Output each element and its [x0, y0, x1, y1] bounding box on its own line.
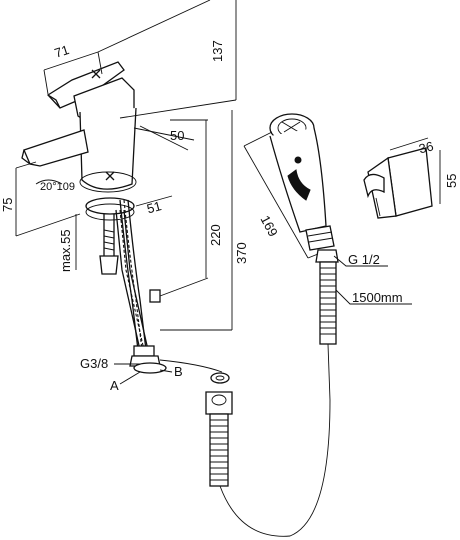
inlet-hoses [115, 199, 167, 374]
bidet-connection-hose [159, 343, 331, 537]
dim-shower-length: 169 [257, 213, 280, 239]
label-a: A [110, 378, 119, 393]
hand-shower [269, 113, 339, 345]
dim-max-thickness: max.55 [58, 229, 73, 272]
dim-hose-370: 370 [234, 242, 249, 264]
dim-total-height: 137 [210, 40, 225, 62]
dimension-lines-faucet: 71 137 50 75 20°109 51 max.55 220 370 [0, 0, 249, 331]
label-b: B [174, 364, 183, 379]
dim-spout-height: 75 [0, 198, 15, 212]
faucet-body [21, 61, 137, 275]
dim-spout-reach: 50 [170, 128, 184, 143]
label-shower-hose: 1500mm [352, 290, 403, 305]
dim-handle-width: 71 [53, 42, 71, 61]
dim-base-diameter: 51 [145, 198, 163, 216]
inlet-labels: G3/8 A B [80, 356, 183, 393]
wall-holder: 36 55 [363, 137, 459, 219]
label-inlet-thread: G3/8 [80, 356, 108, 371]
dim-holder-height: 55 [444, 174, 459, 188]
dim-swivel-angle: 20°109 [40, 181, 75, 193]
dim-holder-width: 36 [417, 138, 435, 156]
dim-hose-220: 220 [208, 224, 223, 246]
label-shower-thread: G 1/2 [348, 252, 380, 267]
